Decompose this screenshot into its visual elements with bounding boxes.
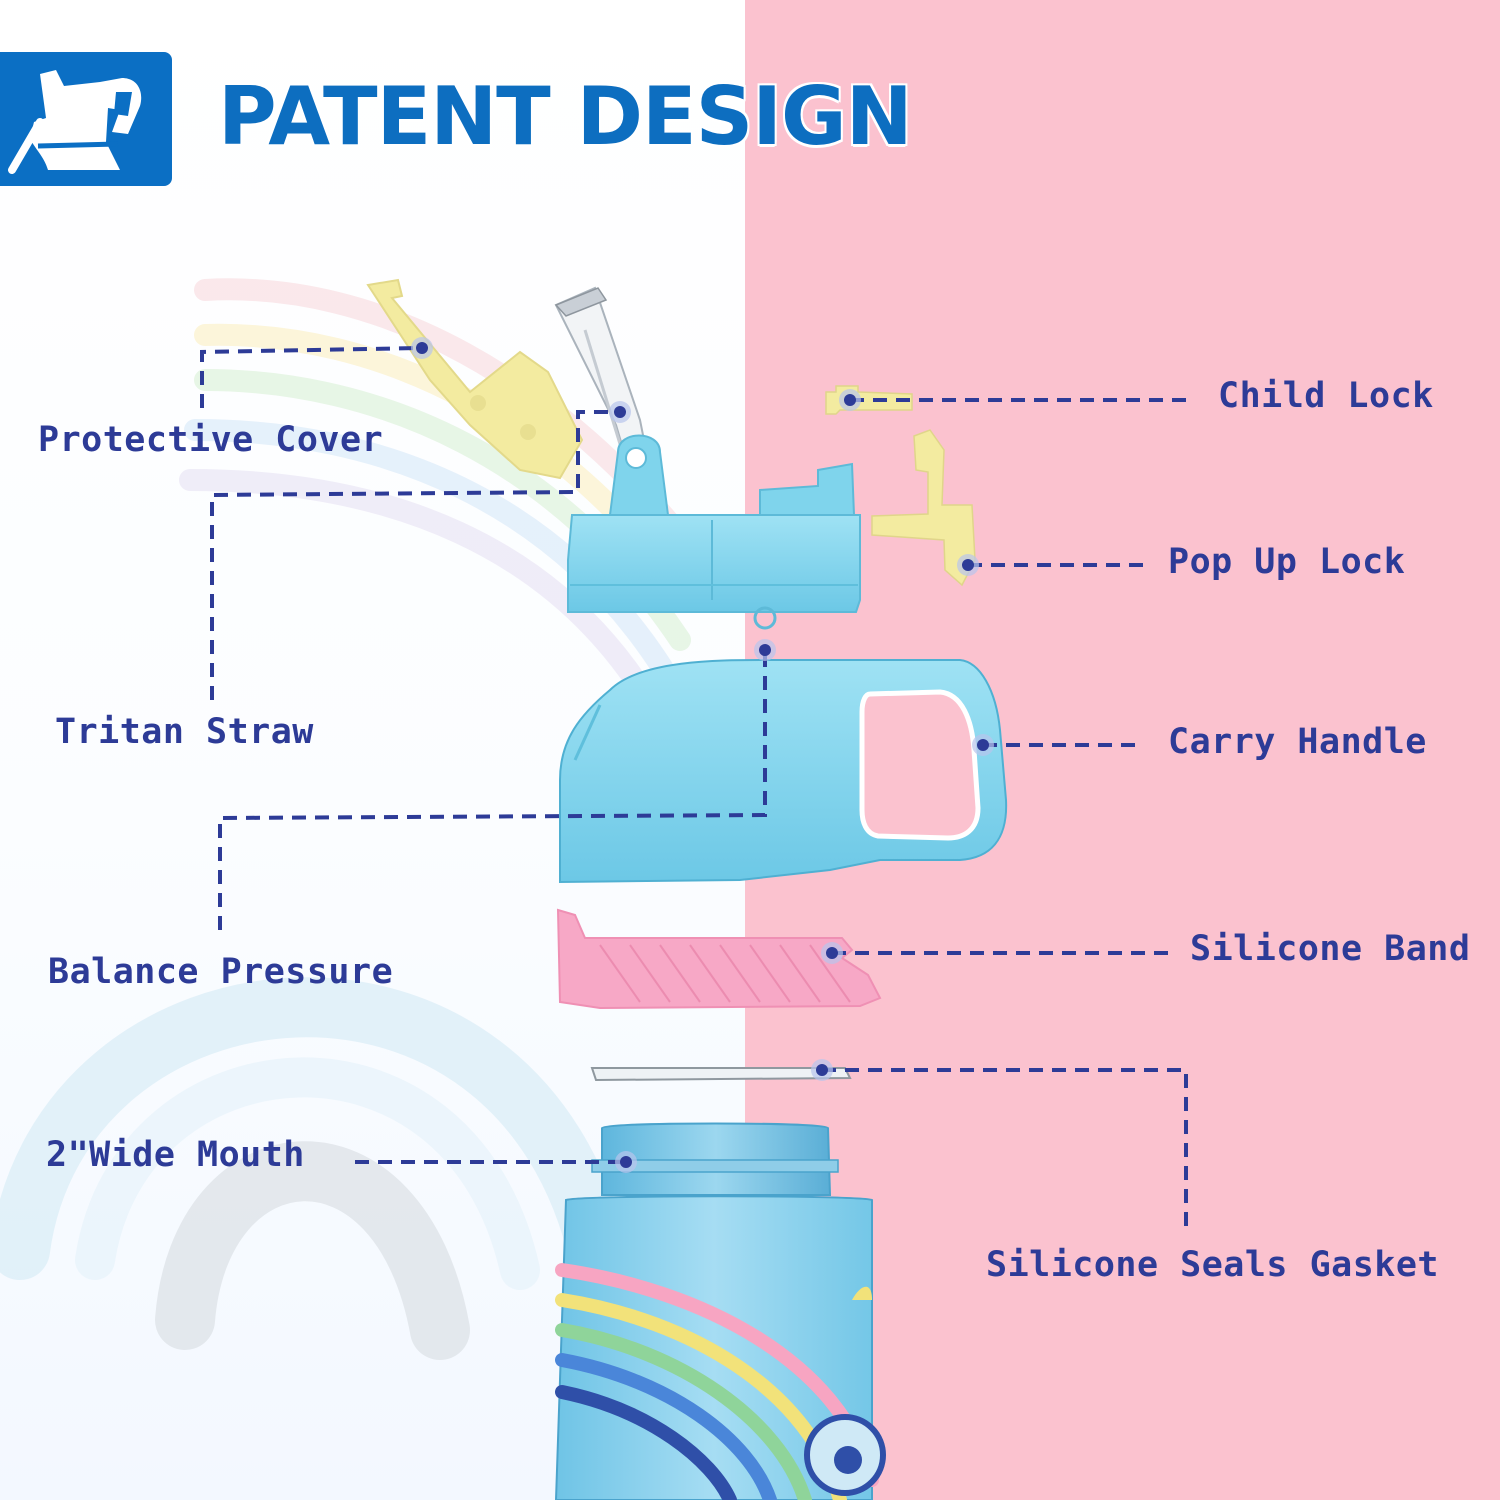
- silicone-band-part: [556, 908, 882, 1010]
- bottle-lid-icon: [8, 70, 142, 174]
- label-wide-mouth: 2"Wide Mouth: [46, 1135, 305, 1175]
- label-pop-up-lock: Pop Up Lock: [1168, 542, 1406, 582]
- silicone-gasket-part: [590, 1067, 852, 1082]
- logo-badge: [0, 52, 172, 186]
- background-rainbow-decoration: [0, 278, 711, 1360]
- label-carry-handle: Carry Handle: [1168, 722, 1427, 762]
- leader-lines: [200, 346, 1195, 1226]
- label-silicone-band: Silicone Band: [1190, 929, 1471, 969]
- carry-handle-part: [559, 659, 1008, 884]
- label-protective-cover: Protective Cover: [38, 420, 384, 460]
- label-tritan-straw: Tritan Straw: [55, 712, 314, 752]
- protective-cover-part: [366, 278, 584, 480]
- top-lid-part: [567, 434, 861, 630]
- leader-dots: [411, 337, 994, 1173]
- label-silicone-seals-gasket: Silicone Seals Gasket: [986, 1245, 1440, 1285]
- page-title: PATENT DESIGN: [218, 70, 913, 163]
- label-child-lock: Child Lock: [1218, 376, 1434, 416]
- bottle-body-part: [554, 1122, 886, 1500]
- pop-up-lock-part: [871, 429, 976, 587]
- label-balance-pressure: Balance Pressure: [48, 952, 394, 992]
